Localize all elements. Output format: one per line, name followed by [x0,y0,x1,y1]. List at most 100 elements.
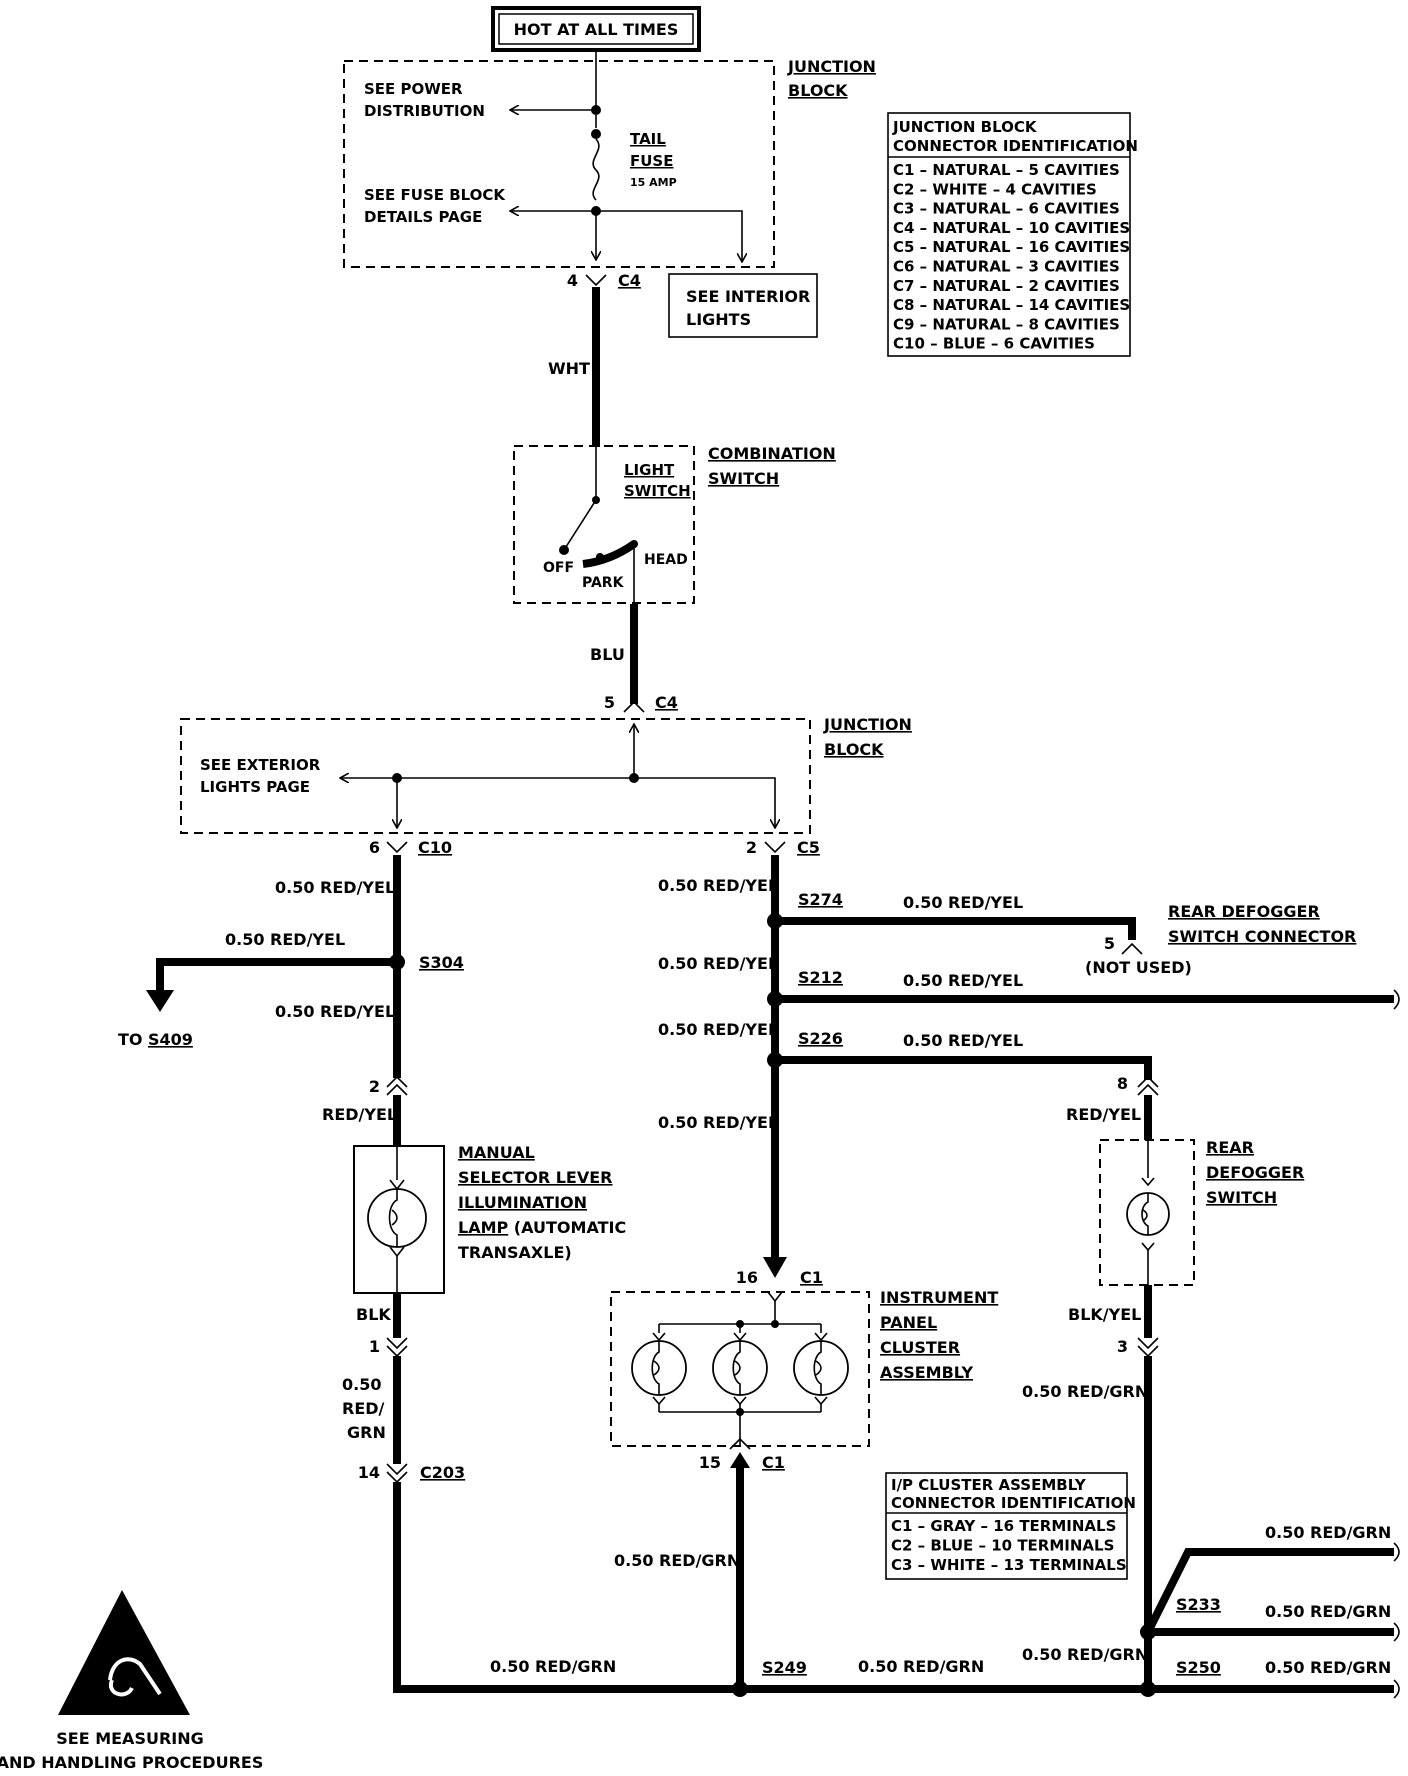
right-branch: 0.50 RED/YEL S274 0.50 RED/YEL 5 (NOT US… [658,855,1400,1278]
pin-label: 5 [1104,934,1115,953]
ground-bus: S233 0.50 RED/GRN 0.50 RED/GRN 0.50 RED/… [490,1356,1400,1699]
wire-label: 0.50 RED/YEL [658,1113,778,1132]
splice-label: S250 [1176,1658,1221,1677]
id-table-row: C9 – NATURAL – 8 CAVITIES [893,315,1120,333]
lamp-title-4: LAMP (AUTOMATIC [458,1218,626,1237]
esd-label: SEE MEASURING [56,1729,204,1748]
pin-label: 2 [369,1077,380,1096]
wire-label: BLK/YEL [1068,1305,1141,1324]
fuse-name-2: FUSE [630,152,673,170]
arrow-down-icon [763,1257,787,1278]
pin-label: 3 [1117,1337,1128,1356]
bulb-icon [793,1324,849,1412]
cluster-title-3: CLUSTER [880,1338,960,1357]
hot-at-all-times-box: HOT AT ALL TIMES [491,6,701,52]
interior-lights-label-2: LIGHTS [686,310,751,329]
arrow-down-icon [146,990,174,1012]
id-table-row: C8 – NATURAL – 14 CAVITIES [893,296,1130,314]
id-table-title-2: CONNECTOR IDENTIFICATION [893,137,1138,155]
switch-head-label: HEAD [644,552,688,568]
junction-block-mid: 5 C4 JUNCTION BLOCK SEE EXTERIOR LIGHTS … [180,693,912,857]
splice-s249 [732,1681,748,1697]
wire-label: 0.50 [342,1375,381,1394]
wire-label: 0.50 RED/YEL [225,930,345,949]
splice-label: S304 [419,953,464,972]
wire-label: RED/YEL [1066,1105,1141,1124]
cluster-title-2: PANEL [880,1313,937,1332]
see-exterior-label-2: LIGHTS PAGE [200,778,310,796]
fuse-name: TAIL [630,130,666,148]
wire-label-blu: BLU [590,645,625,664]
lamp-title-3: ILLUMINATION [458,1193,587,1212]
pin-label: 1 [369,1337,380,1356]
fuse-icon [591,129,601,139]
wire-label: 0.50 RED/GRN [1265,1523,1391,1542]
park-contact-icon [582,540,637,568]
wire-label: 0.50 RED/GRN [1022,1382,1148,1401]
splice-label: S249 [762,1658,807,1677]
see-power-label: SEE POWER [364,80,463,98]
connector-icon [585,274,607,287]
rear-defogger-switch: 8 RED/YEL REAR DEFOGGER SWITCH BLK/YEL 3… [1022,1074,1304,1401]
connector-label: C1 [762,1453,785,1472]
id-table-row: C6 – NATURAL – 3 CAVITIES [893,258,1120,276]
connector-label: C4 [618,271,641,290]
instrument-panel-cluster: 16 C1 INSTRUMENT PANEL CLUSTER ASSEMBLY … [610,1268,998,1689]
fuse-rating: 15 AMP [630,176,677,189]
wire-label-wht: WHT [548,359,590,378]
connector-icon [1121,942,1143,955]
cluster-title: INSTRUMENT [880,1288,998,1307]
wire-label-2: RED/ [342,1399,385,1418]
defogger-switch-title: REAR [1206,1138,1254,1157]
light-switch-label-2: SWITCH [624,482,691,500]
pin-label: 4 [567,271,578,290]
lamp-title-2: SELECTOR LEVER [458,1168,612,1187]
not-used-label: (NOT USED) [1085,958,1192,977]
switch-park-label: PARK [582,575,625,591]
connector-icon [1137,1337,1159,1358]
wire-label: 0.50 RED/GRN [858,1657,984,1676]
splice-label: S233 [1176,1595,1221,1614]
wire-label-3: GRN [347,1423,386,1442]
id-table-row: C3 – WHITE – 13 TERMINALS [891,1556,1127,1574]
wire-label: 0.50 RED/GRN [1022,1645,1148,1664]
pin-label: 2 [746,838,757,857]
id-table-row: C2 – WHITE – 4 CAVITIES [893,180,1097,198]
junction-block-top: JUNCTION BLOCK SEE POWER DISTRIBUTION TA… [343,50,876,290]
lamp-title-5: TRANSAXLE) [458,1243,572,1262]
wire-label: 0.50 RED/YEL [658,876,778,895]
id-table-row: C10 – BLUE – 6 CAVITIES [893,335,1095,353]
defogger-switch-title-2: DEFOGGER [1206,1163,1304,1182]
wire-label: 0.50 RED/GRN [1265,1658,1391,1677]
combination-switch-title-2: SWITCH [708,469,779,488]
switch-off-label: OFF [543,560,574,576]
pin-label: 14 [358,1463,380,1482]
wire-label: RED/YEL [322,1105,397,1124]
switch-contact-icon [563,499,597,551]
id-table-title: JUNCTION BLOCK [892,118,1038,136]
junction-block-title-2: BLOCK [824,740,884,759]
id-table-row: C1 – GRAY – 16 TERMINALS [891,1517,1116,1535]
splice-label: S274 [798,890,843,909]
wire-label: 0.50 RED/GRN [490,1657,616,1676]
id-table-row: C3 – NATURAL – 6 CAVITIES [893,200,1120,218]
connector-label: C4 [655,693,678,712]
interior-lights-label: SEE INTERIOR [686,287,810,306]
wire-label: 0.50 RED/GRN [614,1551,740,1570]
see-fuse-block-label-2: DETAILS PAGE [364,208,482,226]
connector-icon [386,1075,408,1096]
esd-warning-icon [58,1590,190,1715]
id-table-row: C4 – NATURAL – 10 CAVITIES [893,219,1130,237]
connector-icon [729,1437,751,1450]
bulb-icon [631,1324,687,1412]
connector-icon [1137,1075,1159,1096]
bulb-icon [712,1324,768,1412]
esd-label-2: AND HANDLING PROCEDURES [0,1753,263,1772]
pin-label: 8 [1117,1074,1128,1093]
wire-label: 0.50 RED/YEL [658,954,778,973]
lamp-title: MANUAL [458,1143,535,1162]
rear-defogger-connector-title: REAR DEFOGGER [1168,902,1320,921]
connector-label: C1 [800,1268,823,1287]
connector-label: C5 [797,838,820,857]
wire-label: BLK [356,1305,391,1324]
